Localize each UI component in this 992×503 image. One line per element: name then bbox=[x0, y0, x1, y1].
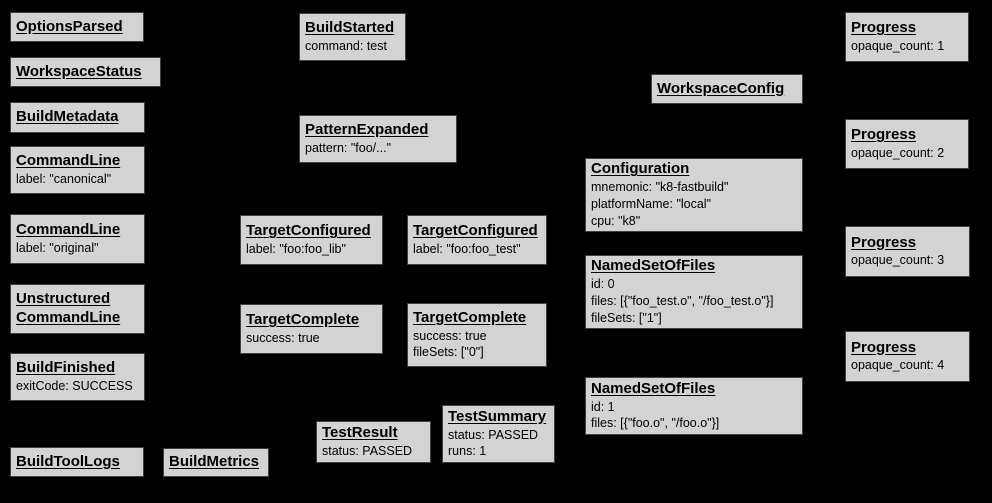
node-title: TestSummary bbox=[448, 407, 547, 425]
node-build-metrics: BuildMetrics bbox=[163, 448, 269, 477]
node-field: files: [{"foo.o", "/foo.o"}] bbox=[591, 416, 720, 431]
node-title: Progress bbox=[851, 233, 917, 251]
node-field: status: PASSED bbox=[322, 443, 413, 458]
node-title: CommandLine bbox=[16, 152, 121, 170]
node-pattern-expanded: PatternExpanded pattern: "foo/..." bbox=[299, 115, 457, 163]
node-title: Progress bbox=[851, 126, 917, 144]
node-field: platformName: "local" bbox=[591, 196, 712, 211]
node-target-configured-foo-test: TargetConfigured label: "foo:foo_test" bbox=[407, 215, 547, 265]
node-field: exitCode: SUCCESS bbox=[16, 378, 133, 393]
node-field: status: PASSED bbox=[448, 427, 539, 442]
node-command-line-canonical: CommandLine label: "canonical" bbox=[10, 146, 145, 194]
node-workspace-status: WorkspaceStatus bbox=[10, 57, 161, 87]
node-field: label: "canonical" bbox=[16, 171, 112, 186]
node-field: cpu: "k8" bbox=[591, 213, 641, 228]
node-progress-4: Progress opaque_count: 4 bbox=[845, 331, 970, 382]
node-test-result: TestResult status: PASSED bbox=[316, 421, 431, 463]
node-progress-1: Progress opaque_count: 1 bbox=[845, 12, 969, 62]
node-title: BuildToolLogs bbox=[16, 452, 120, 470]
node-field: id: 1 bbox=[591, 399, 615, 414]
node-field: mnemonic: "k8-fastbuild" bbox=[591, 180, 729, 195]
node-field: fileSets: ["1"] bbox=[591, 310, 662, 325]
node-field: opaque_count: 1 bbox=[851, 38, 945, 53]
node-title: TargetConfigured bbox=[413, 222, 538, 240]
node-named-set-of-files-0: NamedSetOfFiles id: 0 files: [{"foo_test… bbox=[585, 255, 803, 329]
node-target-complete-foo-lib: TargetComplete success: true bbox=[240, 304, 383, 354]
node-title: TargetComplete bbox=[413, 308, 527, 326]
node-workspace-config: WorkspaceConfig bbox=[651, 74, 803, 104]
node-title: Configuration bbox=[591, 160, 690, 178]
node-title: BuildMetadata bbox=[16, 108, 119, 126]
node-field: runs: 1 bbox=[448, 444, 487, 459]
node-progress-2: Progress opaque_count: 2 bbox=[845, 119, 969, 169]
node-field: command: test bbox=[305, 38, 387, 53]
node-title: TestResult bbox=[322, 424, 398, 442]
node-build-metadata: BuildMetadata bbox=[10, 102, 145, 133]
node-title: NamedSetOfFiles bbox=[591, 379, 716, 397]
node-test-summary: TestSummary status: PASSED runs: 1 bbox=[442, 405, 555, 463]
node-title: TargetComplete bbox=[246, 311, 360, 329]
node-target-complete-foo-test: TargetComplete success: true fileSets: [… bbox=[407, 303, 547, 367]
node-title: TargetConfigured bbox=[246, 222, 371, 240]
node-title: BuildStarted bbox=[305, 19, 395, 37]
node-field: label: "foo:foo_lib" bbox=[246, 241, 346, 256]
node-title: NamedSetOfFiles bbox=[591, 257, 716, 275]
node-field: success: true bbox=[246, 330, 320, 345]
node-build-tool-logs: BuildToolLogs bbox=[10, 447, 144, 477]
node-field: fileSets: ["0"] bbox=[413, 345, 484, 360]
node-field: opaque_count: 2 bbox=[851, 145, 945, 160]
node-build-started: BuildStarted command: test bbox=[299, 13, 406, 61]
node-progress-3: Progress opaque_count: 3 bbox=[845, 226, 970, 277]
node-field: pattern: "foo/..." bbox=[305, 140, 392, 155]
node-options-parsed: OptionsParsed bbox=[10, 12, 144, 42]
node-unstructured-command-line: Unstructured CommandLine bbox=[10, 284, 145, 334]
node-title: Unstructured CommandLine bbox=[16, 290, 121, 326]
node-title: WorkspaceConfig bbox=[657, 79, 785, 97]
node-title: PatternExpanded bbox=[305, 121, 429, 139]
node-field: id: 0 bbox=[591, 277, 615, 292]
node-field: label: "foo:foo_test" bbox=[413, 241, 521, 256]
node-configuration: Configuration mnemonic: "k8-fastbuild" p… bbox=[585, 158, 803, 232]
node-field: opaque_count: 4 bbox=[851, 358, 945, 373]
node-command-line-original: CommandLine label: "original" bbox=[10, 214, 145, 264]
node-title: Progress bbox=[851, 19, 917, 37]
node-title: BuildFinished bbox=[16, 359, 116, 377]
node-named-set-of-files-1: NamedSetOfFiles id: 1 files: [{"foo.o", … bbox=[585, 377, 803, 435]
node-field: success: true bbox=[413, 328, 487, 343]
node-title: WorkspaceStatus bbox=[16, 62, 142, 80]
node-field: opaque_count: 3 bbox=[851, 253, 945, 268]
node-field: files: [{"foo_test.o", "/foo_test.o"}] bbox=[591, 293, 774, 308]
node-title: OptionsParsed bbox=[16, 17, 123, 35]
node-build-finished: BuildFinished exitCode: SUCCESS bbox=[10, 353, 145, 401]
node-title: CommandLine bbox=[16, 221, 121, 239]
node-title: BuildMetrics bbox=[169, 453, 260, 471]
node-target-configured-foo-lib: TargetConfigured label: "foo:foo_lib" bbox=[240, 215, 383, 265]
node-field: label: "original" bbox=[16, 240, 99, 255]
node-title: Progress bbox=[851, 338, 917, 356]
